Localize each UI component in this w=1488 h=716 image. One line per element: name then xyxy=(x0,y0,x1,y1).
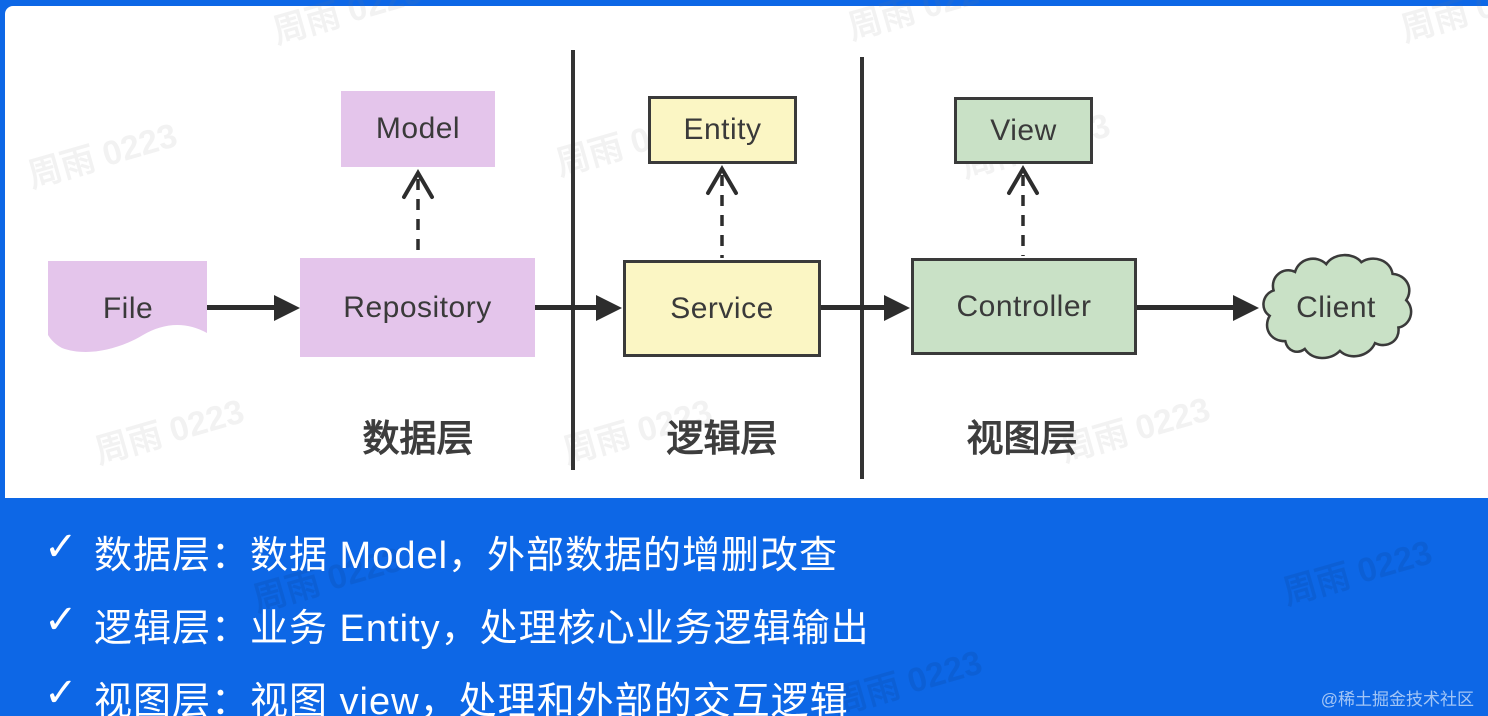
arrow-file-to-repository xyxy=(207,305,275,310)
dashed-arrow-service-to-entity xyxy=(700,163,744,263)
dashed-arrow-controller-to-view xyxy=(1001,163,1045,261)
note-text: 视图层：视图 view，处理和外部的交互逻辑 xyxy=(94,681,849,716)
layer-divider-line xyxy=(860,57,864,479)
node-client-label: Client xyxy=(1296,290,1376,324)
diagram-panel xyxy=(5,6,1488,498)
node-repository: Repository xyxy=(300,258,535,357)
note-row: ✓ 逻辑层：业务 Entity，处理核心业务逻辑输出 xyxy=(44,597,870,652)
node-model: Model xyxy=(341,91,495,167)
node-client: Client xyxy=(1258,250,1414,365)
arrow-service-to-controller xyxy=(821,305,885,310)
layer-divider-line xyxy=(571,50,575,470)
node-entity: Entity xyxy=(648,96,797,164)
note-text: 数据层：数据 Model，外部数据的增删改查 xyxy=(94,535,839,577)
note-row: ✓ 数据层：数据 Model，外部数据的增删改查 xyxy=(44,524,838,579)
document-shape-icon xyxy=(48,261,207,352)
note-text: 逻辑层：业务 Entity，处理核心业务逻辑输出 xyxy=(94,608,870,650)
layer-label-view: 视图层 xyxy=(966,418,1078,459)
arrow-controller-to-client xyxy=(1137,305,1234,310)
check-icon: ✓ xyxy=(44,598,78,642)
check-icon: ✓ xyxy=(44,525,78,569)
arrow-repository-to-service xyxy=(535,305,597,310)
layer-label-logic: 逻辑层 xyxy=(666,418,778,459)
community-credit: @稀土掘金技术社区 xyxy=(1320,690,1474,709)
node-service: Service xyxy=(623,260,821,357)
node-view: View xyxy=(954,97,1093,164)
node-file: File xyxy=(48,261,208,356)
watermark: 周雨 0223 xyxy=(1278,533,1437,613)
node-file-label: File xyxy=(102,291,154,325)
cloud-shape-icon xyxy=(1262,253,1413,360)
dashed-arrow-repository-to-model xyxy=(396,167,440,264)
check-icon: ✓ xyxy=(44,671,78,715)
note-row: ✓ 视图层：视图 view，处理和外部的交互逻辑 xyxy=(44,670,849,716)
node-controller: Controller xyxy=(911,258,1137,355)
layer-label-data: 数据层 xyxy=(362,418,474,459)
